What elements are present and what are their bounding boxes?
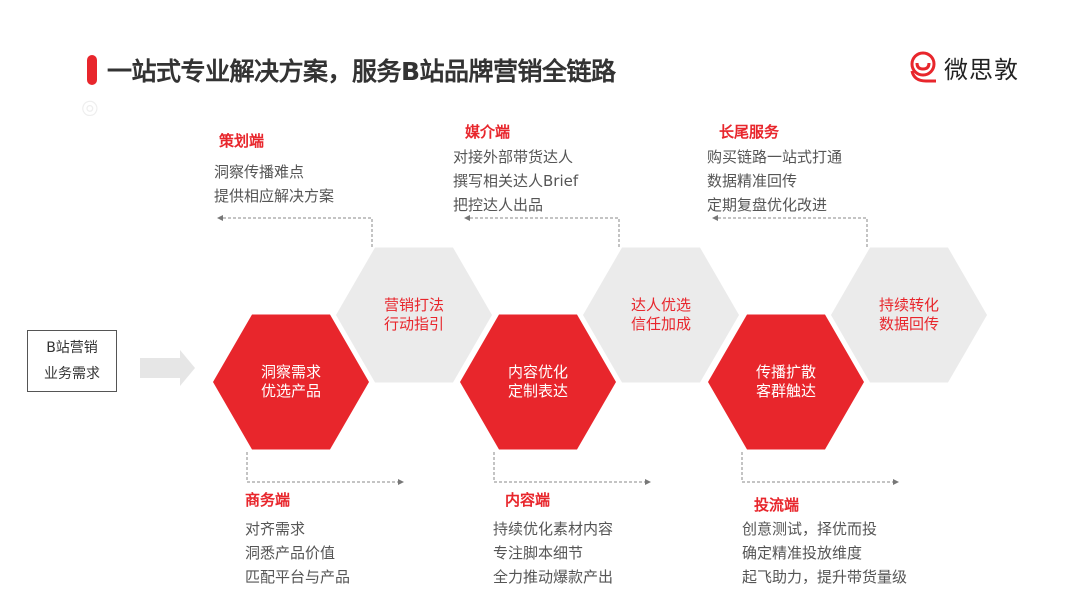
title-accent-bar — [87, 55, 97, 85]
group-item: 提供相应解决方案 — [214, 187, 335, 205]
hex-line: 信任加成 — [630, 315, 691, 333]
hex-line: 内容优化 — [507, 363, 568, 381]
group-item: 全力推动爆款产出 — [493, 568, 614, 586]
hex-line: 持续转化 — [878, 296, 939, 314]
gray-hexagon-label: 达人优选信任加成 — [583, 296, 739, 334]
hex-line: 传播扩散 — [755, 363, 816, 381]
group-item: 洞悉产品价值 — [245, 544, 336, 562]
group-item: 持续优化素材内容 — [493, 520, 614, 538]
dashed-connector-top — [464, 215, 620, 247]
group-heading: 投流端 — [754, 496, 800, 514]
hex-line: 数据回传 — [878, 315, 939, 333]
red-hexagon — [708, 314, 864, 450]
group-heading: 内容端 — [505, 491, 551, 509]
group-heading: 长尾服务 — [719, 123, 780, 141]
group-heading: 媒介端 — [465, 123, 511, 141]
dashed-connector-bottom — [246, 452, 404, 485]
group-heading: 策划端 — [219, 132, 265, 150]
group-item: 匹配平台与产品 — [245, 568, 351, 586]
group-heading: 商务端 — [245, 491, 291, 509]
group-item: 专注脚本细节 — [493, 544, 584, 562]
gray-hexagon — [583, 247, 739, 383]
gray-hexagon — [831, 247, 987, 383]
group-item: 定期复盘优化改进 — [707, 196, 828, 214]
hex-line: 优选产品 — [260, 382, 321, 400]
dashed-connector-top — [217, 215, 373, 247]
red-hexagon-label: 洞察需求优选产品 — [213, 363, 369, 401]
hex-line: 定制表达 — [507, 382, 568, 400]
hex-line: 客群触达 — [755, 382, 816, 400]
red-hexagon-label: 内容优化定制表达 — [460, 363, 616, 401]
group-item: 把控达人出品 — [453, 196, 544, 214]
group-item: 撰写相关达人Brief — [453, 172, 579, 190]
gray-hexagon — [336, 247, 492, 383]
red-hexagon-label: 传播扩散客群触达 — [708, 363, 864, 401]
dashed-connector-bottom — [741, 452, 899, 485]
red-hexagon — [213, 314, 369, 450]
logo-text: 微思敦 — [944, 56, 1019, 84]
start-box-line: 业务需求 — [44, 366, 100, 382]
logo-icon — [910, 51, 936, 82]
dashed-connector-top — [712, 215, 868, 247]
arrow-right-icon — [140, 350, 195, 386]
group-item: 确定精准投放维度 — [742, 544, 863, 562]
start-box: B站营销 业务需求 — [27, 330, 117, 392]
group-item: 对齐需求 — [245, 520, 306, 538]
hex-line: 洞察需求 — [260, 363, 321, 381]
page-title: 一站式专业解决方案，服务B站品牌营销全链路 — [107, 57, 616, 86]
logo: 微思敦 — [908, 50, 1019, 85]
hex-line: 达人优选 — [630, 296, 691, 314]
gray-hexagon-label: 持续转化数据回传 — [831, 296, 987, 334]
gray-hexagon-label: 营销打法行动指引 — [336, 296, 492, 334]
group-item: 创意测试，择优而投 — [742, 520, 878, 538]
dashed-connector-bottom — [493, 452, 651, 485]
red-hexagon — [460, 314, 616, 450]
group-item: 购买链路一站式打通 — [707, 148, 843, 166]
start-box-line: B站营销 — [46, 340, 98, 356]
hex-line: 行动指引 — [383, 315, 444, 333]
group-item: 洞察传播难点 — [214, 163, 305, 181]
group-item: 对接外部带货达人 — [453, 148, 574, 166]
hex-line: 营销打法 — [383, 296, 444, 314]
group-item: 起飞助力，提升带货量级 — [742, 568, 908, 586]
group-item: 数据精准回传 — [707, 172, 798, 190]
